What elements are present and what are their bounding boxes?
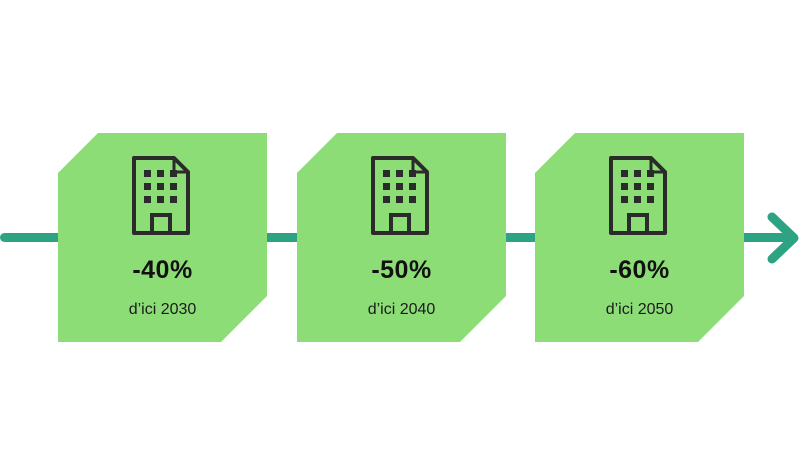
building-icon <box>609 156 667 235</box>
milestone-value: -50% <box>371 256 432 284</box>
milestone-card: -60% d’ici 2050 <box>535 133 744 342</box>
milestone-caption: d’ici 2040 <box>367 301 436 318</box>
milestone-value: -60% <box>609 256 670 284</box>
building-icon <box>132 156 190 235</box>
milestone-card: -50% d’ici 2040 <box>297 133 506 342</box>
milestone-caption: d’ici 2030 <box>128 301 197 318</box>
milestone-card: -40% d’ici 2030 <box>58 133 267 342</box>
arrow-head-icon <box>767 212 799 264</box>
milestone-caption: d’ici 2050 <box>605 301 674 318</box>
milestone-value: -40% <box>132 256 193 284</box>
building-icon <box>371 156 429 235</box>
